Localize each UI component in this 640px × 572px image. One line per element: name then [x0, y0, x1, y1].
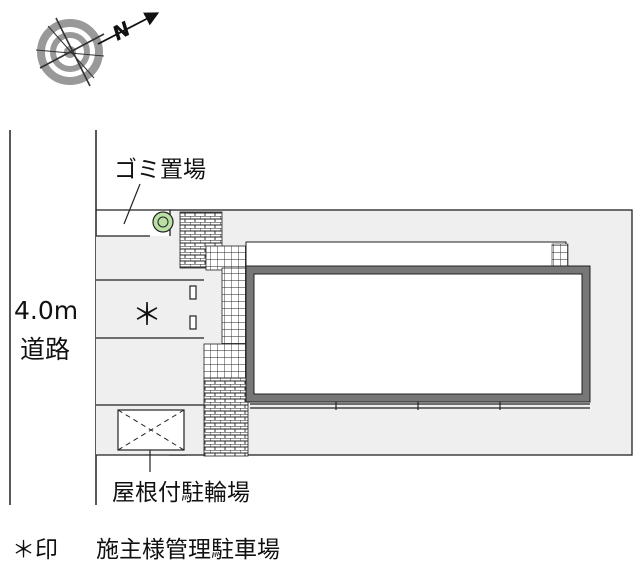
garbage-leader [123, 183, 141, 225]
building-outline [245, 265, 591, 403]
owner-parking-mark: ＊ [132, 298, 162, 333]
north-label: N [108, 16, 134, 45]
parking-lines [96, 279, 204, 406]
legend-mark: ＊印 [12, 537, 58, 563]
bicycle-parking-label: 屋根付駐輪場 [112, 480, 250, 506]
building-corridor [245, 241, 569, 269]
garbage-area-label: ゴミ置場 [114, 157, 206, 183]
wheel-stops [189, 285, 197, 330]
bicycle-parking-area [117, 409, 185, 472]
garbage-point-inner [157, 216, 169, 228]
compass-rose-icon: N [35, 12, 160, 87]
paved-walkway [179, 211, 273, 457]
legend-text: 施主様管理駐車場 [96, 537, 280, 563]
road-name-label: 道路 [19, 335, 70, 364]
road-width-label: 4.0m [14, 296, 79, 325]
balcony-line [250, 402, 590, 410]
